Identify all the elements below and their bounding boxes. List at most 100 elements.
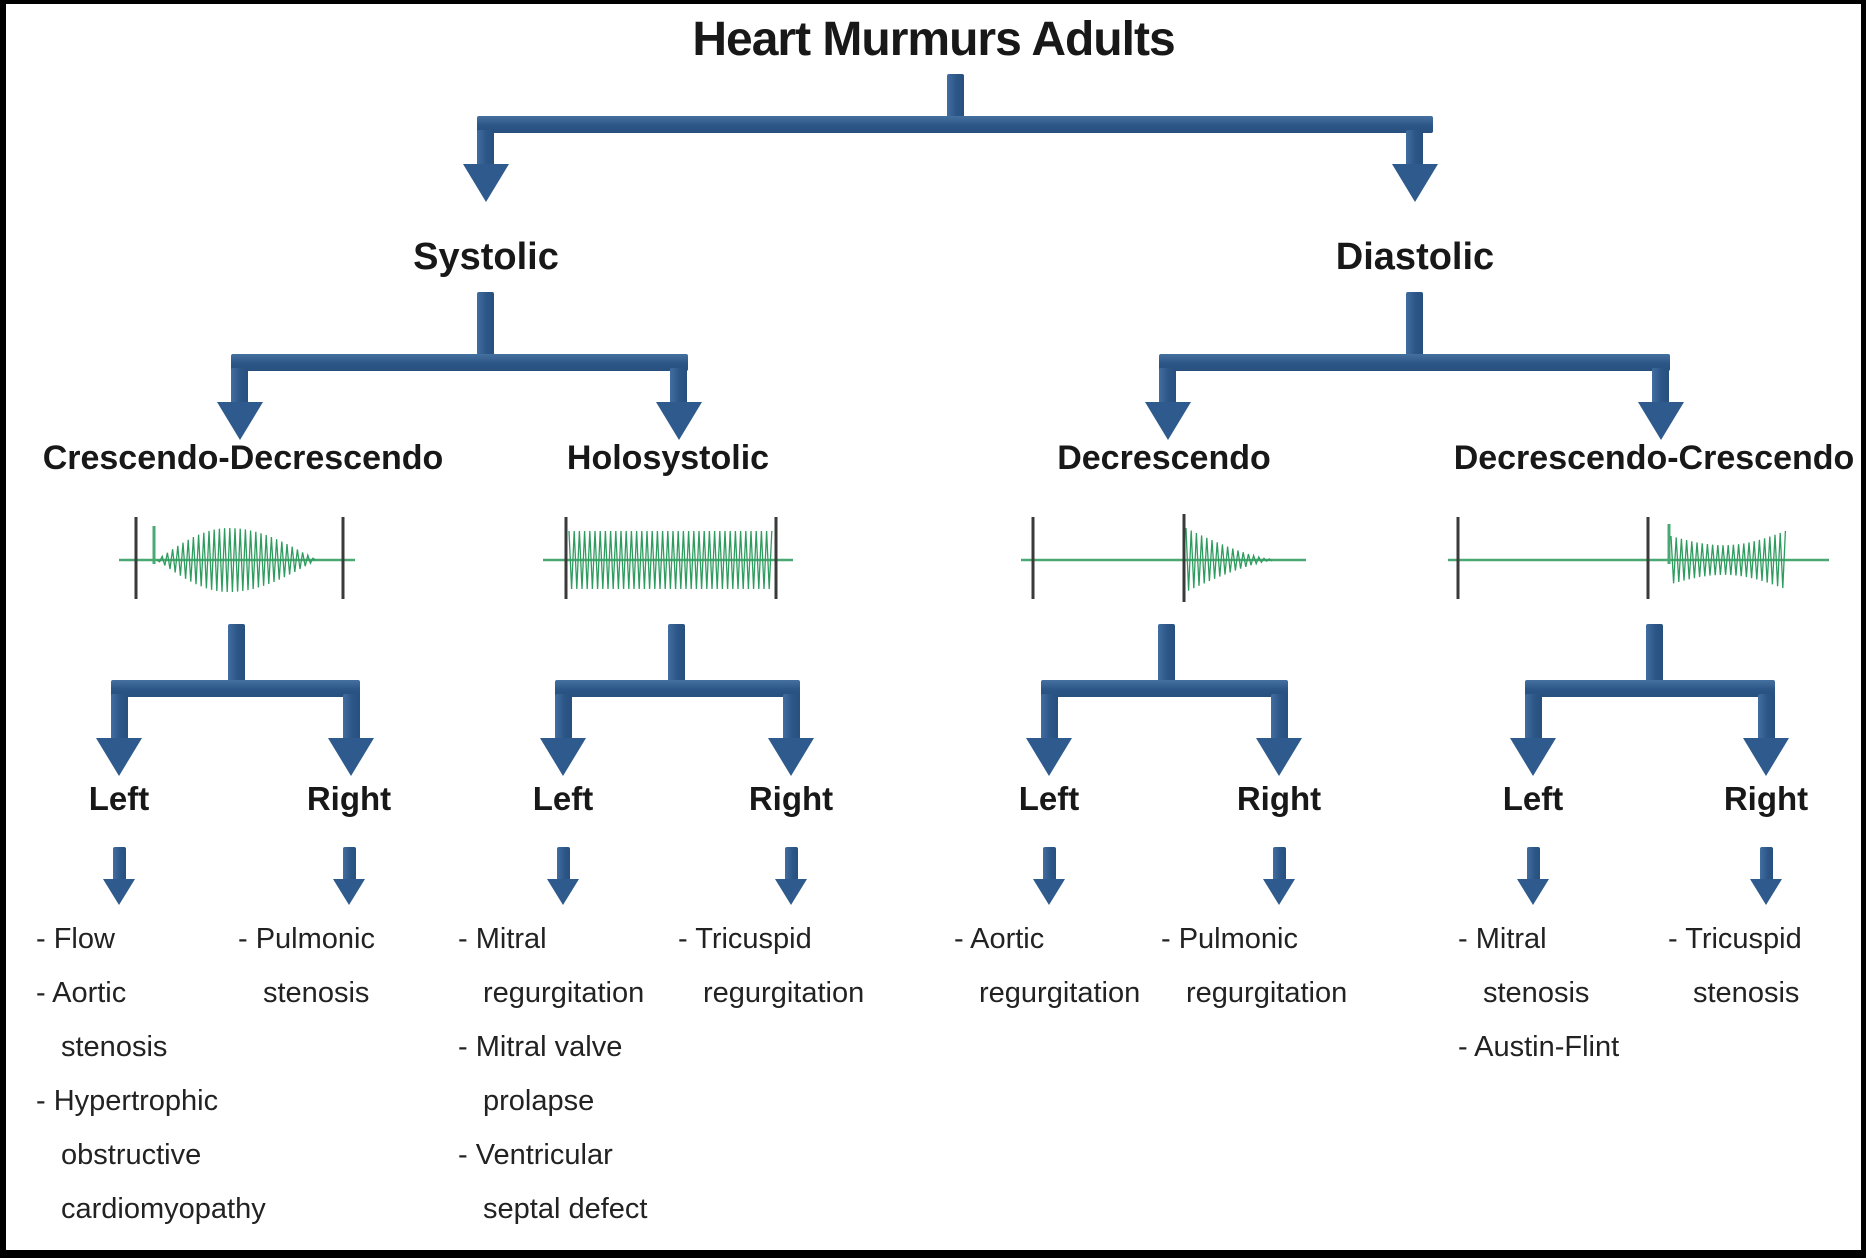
list-line: - Mitral valve [458,1031,623,1063]
arrow-stem [1042,847,1056,881]
list-line: - Hypertrophic [36,1085,219,1117]
arrow-down-icon [1033,879,1065,905]
arrow-stem [1272,847,1286,881]
list-line: obstructive [61,1139,202,1171]
list-line: cardiomyopathy [61,1193,266,1225]
list-line: - Flow [36,923,115,955]
connector-bar [1040,680,1288,697]
branch-label: Crescendo-Decrescendo [42,439,444,477]
arrow-stem [1759,847,1773,881]
decrescendo-waveform [1019,512,1309,604]
holosystolic-waveform [541,512,796,604]
connector-drop-right [1270,694,1288,740]
connector-bar [110,680,360,697]
left-label: Left [88,780,150,817]
list-line: regurgitation [703,977,865,1009]
connector-bar [231,354,688,371]
connector-drop-left [1159,368,1176,404]
right-label: Right [1236,780,1322,817]
murmur-list: - Pulmonic regurgitation [1161,912,1347,1020]
arrow-down-icon [96,738,142,776]
connector-drop-right [1757,694,1775,740]
arrow-stem [112,847,126,881]
arrow-down-icon [547,879,579,905]
connector-drop-left [554,694,572,740]
connector-stem [1157,624,1175,686]
connector-bar [554,680,800,697]
arrow-down-icon [1510,738,1556,776]
list-line: regurgitation [483,977,645,1009]
connector-drop-left [477,130,494,166]
branch-label: Decrescendo-Crescendo [1453,439,1855,477]
crescendo-decrescendo-waveform [111,512,361,604]
arrow-down-icon [333,879,365,905]
left-label: Left [1018,780,1080,817]
arrow-stem [1526,847,1540,881]
right-label: Right [1723,780,1809,817]
connector-drop-right [1652,368,1669,404]
arrow-down-icon [1750,879,1782,905]
arrow-stem [342,847,356,881]
arrow-down-icon [463,164,509,202]
connector-bar [1159,354,1670,371]
list-line: stenosis [61,1031,168,1063]
connector-stem [1406,292,1423,358]
connector-drop-left [1524,694,1542,740]
list-line: stenosis [1483,977,1590,1009]
arrow-down-icon [217,402,263,440]
arrow-down-icon [1743,738,1789,776]
list-line: - Tricuspid [678,923,812,955]
left-label: Left [1502,780,1564,817]
connector-bar [1524,680,1775,697]
arrow-down-icon [1517,879,1549,905]
list-line: regurgitation [1186,977,1348,1009]
connector-drop-left [1040,694,1058,740]
connector-stem [227,624,245,686]
murmur-list: - Aortic regurgitation [954,912,1140,1020]
arrow-down-icon [328,738,374,776]
diagram-canvas: Heart Murmurs Adults Systolic Diastolic [6,4,1861,1250]
arrow-down-icon [1638,402,1684,440]
arrow-stem [556,847,570,881]
arrow-down-icon [1026,738,1072,776]
arrow-stem [784,847,798,881]
arrow-down-icon [1256,738,1302,776]
list-line: - Pulmonic [1161,923,1298,955]
arrow-down-icon [768,738,814,776]
node-diastolic: Diastolic [1335,236,1495,278]
left-label: Left [532,780,594,817]
murmur-list: - Mitral regurgitation - Mitral valve prola… [458,912,647,1236]
arrow-down-icon [103,879,135,905]
list-line: regurgitation [979,977,1141,1009]
arrow-down-icon [1263,879,1295,905]
connector-bar [477,116,1433,133]
arrow-down-icon [540,738,586,776]
connector-drop-left [231,368,248,404]
list-line: - Tricuspid [1668,923,1802,955]
arrow-down-icon [1145,402,1191,440]
right-label: Right [748,780,834,817]
list-line: stenosis [263,977,370,1009]
list-line: - Aortic [954,923,1045,955]
connector-stem [947,74,964,120]
connector-drop-right [1406,130,1423,166]
list-line: - Mitral [458,923,547,955]
branch-label: Decrescendo [1057,439,1271,477]
list-line: - Austin-Flint [1458,1031,1620,1063]
connector-drop-right [670,368,687,404]
arrow-down-icon [656,402,702,440]
connector-drop-right [782,694,800,740]
connector-drop-right [342,694,360,740]
connector-stem [667,624,685,686]
connector-drop-left [110,694,128,740]
list-line: prolapse [483,1085,595,1117]
arrow-down-icon [1392,164,1438,202]
list-line: - Ventricular [458,1139,613,1171]
connector-stem [477,292,494,358]
node-systolic: Systolic [413,236,559,278]
decrescendo-crescendo-waveform [1446,512,1831,604]
